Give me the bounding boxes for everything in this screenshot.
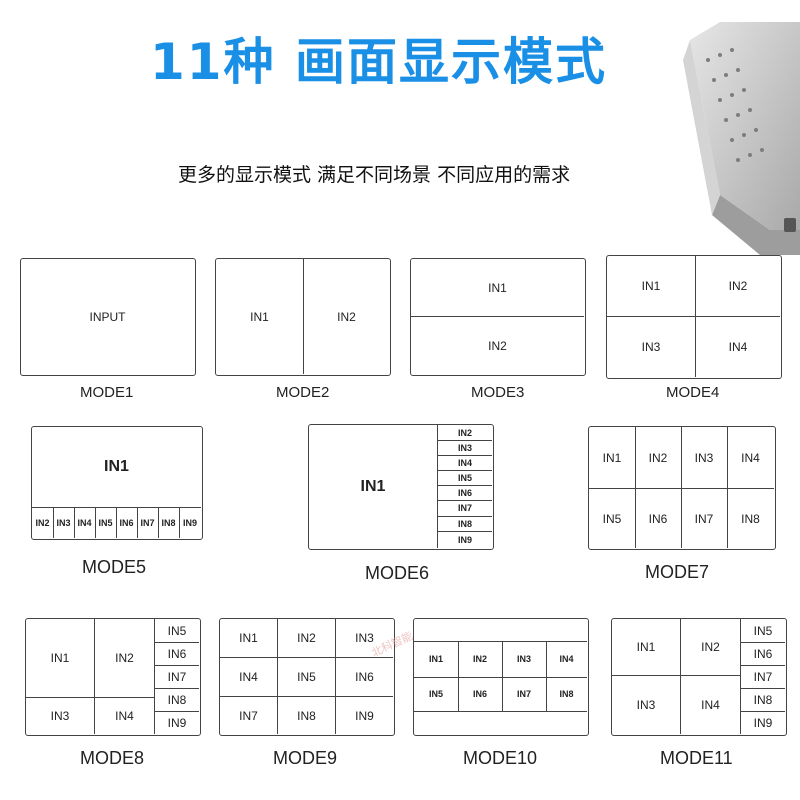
page-subtitle: 更多的显示模式 满足不同场景 不同应用的需求 (178, 164, 571, 186)
mode6-cell: IN6 (457, 487, 472, 498)
mode5-caption: MODE5 (82, 557, 147, 577)
mode4-caption: MODE4 (666, 384, 720, 401)
mode10-cell: IN5 (428, 689, 443, 699)
mode3-diagram: IN1 IN2 (410, 258, 586, 376)
mode4-diagram: IN1 IN2 IN3 IN4 (606, 255, 782, 379)
mode4-cell: IN4 (728, 340, 748, 354)
mode7-cell: IN1 (602, 450, 622, 465)
mode11-diagram: IN1 IN2 IN3 IN4 IN5 IN6 IN7 IN8 IN9 (611, 618, 787, 736)
mode7-cell: IN8 (741, 511, 760, 526)
mode9-cell: IN4 (239, 670, 258, 684)
mode6-cell: IN1 (360, 477, 386, 495)
mode8-cell: IN1 (50, 651, 70, 665)
mode3-cell: IN2 (488, 338, 507, 353)
mode10-cell: IN8 (559, 689, 574, 699)
mode4-cell: IN1 (641, 279, 661, 293)
mode6-cell: IN9 (457, 534, 472, 545)
mode1-cell: INPUT (89, 309, 126, 324)
mode3-caption: MODE3 (471, 384, 525, 401)
mode11-cell: IN1 (636, 640, 656, 654)
mode8-cell: IN4 (115, 709, 134, 723)
mode5-cell: IN1 (104, 458, 129, 475)
mode9-cell: IN9 (355, 708, 374, 723)
mode11-cell: IN6 (753, 646, 773, 661)
mode9-cell: IN6 (355, 670, 374, 684)
mode10-cell: IN2 (472, 654, 487, 664)
mode5-cell: IN8 (161, 518, 176, 528)
mode7-caption: MODE7 (645, 562, 710, 582)
mode8-cell: IN2 (115, 651, 134, 665)
mode5-diagram: IN1 IN2 IN3 IN4 IN5 IN6 IN7 IN8 IN9 (31, 426, 203, 540)
mode4-cell: IN2 (728, 279, 748, 293)
mode6-cell: IN8 (457, 518, 472, 529)
mode7-cell: IN4 (741, 450, 760, 465)
mode6-cell: IN2 (457, 427, 472, 438)
mode6-caption: MODE6 (365, 563, 430, 583)
mode7-cell: IN5 (602, 511, 622, 526)
mode11-cell: IN7 (753, 669, 773, 684)
mode5-cell: IN3 (56, 518, 71, 528)
mode6-cell: IN4 (457, 457, 472, 468)
mode8-cell: IN8 (167, 692, 187, 707)
mode7-cell: IN2 (648, 450, 668, 465)
page-title: 11种 画面显示模式 (150, 33, 607, 91)
mode2-cell: IN1 (250, 309, 269, 324)
mode11-caption: MODE11 (660, 748, 733, 768)
mode10-cell: IN1 (428, 654, 443, 664)
mode9-diagram: IN1 IN2 IN3 IN4 IN5 IN6 IN7 IN8 IN9 (219, 618, 395, 736)
mode6-cell: IN5 (457, 472, 472, 483)
mode5-cell: IN6 (119, 518, 134, 528)
mode9-cell: IN7 (239, 708, 258, 723)
mode1-diagram: INPUT (20, 258, 196, 376)
mode11-cell: IN5 (753, 623, 773, 638)
mode5-cell: IN9 (182, 518, 197, 528)
mode6-diagram: IN1 IN2 IN3 IN4 IN5 IN6 IN7 IN8 IN9 (308, 424, 494, 550)
mode10-cell: IN3 (516, 654, 531, 664)
mode8-diagram: IN1 IN2 IN3 IN4 IN5 IN6 IN7 IN8 IN9 (25, 618, 201, 736)
mode9-cell: IN3 (355, 631, 374, 645)
mode11-cell: IN2 (701, 640, 720, 654)
mode9-cell: IN5 (297, 670, 316, 684)
mode9-cell: IN8 (297, 708, 316, 723)
mode5-cell: IN4 (77, 518, 92, 528)
mode10-diagram: IN1 IN2 IN3 IN4 IN5 IN6 IN7 IN8 (413, 618, 589, 736)
mode6-cell: IN3 (457, 442, 472, 453)
mode8-cell: IN9 (167, 715, 187, 730)
mode10-caption: MODE10 (463, 748, 538, 768)
mode5-cell: IN5 (98, 518, 113, 528)
mode9-caption: MODE9 (273, 748, 338, 768)
mode6-cell: IN7 (457, 503, 472, 513)
mode5-cell: IN2 (35, 518, 50, 528)
mode11-cell: IN3 (636, 698, 656, 712)
mode4-cell: IN3 (641, 340, 661, 354)
mode3-cell: IN1 (488, 280, 507, 295)
mode10-cell: IN7 (516, 689, 531, 699)
mode9-cell: IN1 (239, 631, 258, 645)
mode1-caption: MODE1 (80, 384, 134, 401)
mode11-cell: IN8 (753, 692, 773, 707)
mode2-caption: MODE2 (276, 384, 330, 401)
mode5-cell: IN7 (140, 518, 155, 528)
mode10-cell: IN4 (559, 654, 574, 664)
mode7-cell: IN6 (648, 511, 668, 526)
mode9-cell: IN2 (297, 631, 316, 645)
mode2-diagram: IN1 IN2 (215, 258, 391, 376)
mode8-cell: IN3 (50, 709, 70, 723)
mode11-cell: IN4 (701, 698, 720, 712)
mode8-caption: MODE8 (80, 748, 145, 768)
mode8-cell: IN5 (167, 623, 187, 638)
mode7-diagram: IN1 IN2 IN3 IN4 IN5 IN6 IN7 IN8 (588, 426, 776, 550)
mode8-cell: IN7 (167, 669, 187, 684)
mode7-cell: IN3 (694, 450, 714, 465)
mode11-cell: IN9 (753, 715, 773, 730)
mode10-cell: IN6 (472, 689, 487, 699)
mode7-cell: IN7 (694, 511, 714, 526)
mode8-cell: IN6 (167, 646, 187, 661)
mode2-cell: IN2 (337, 309, 356, 324)
